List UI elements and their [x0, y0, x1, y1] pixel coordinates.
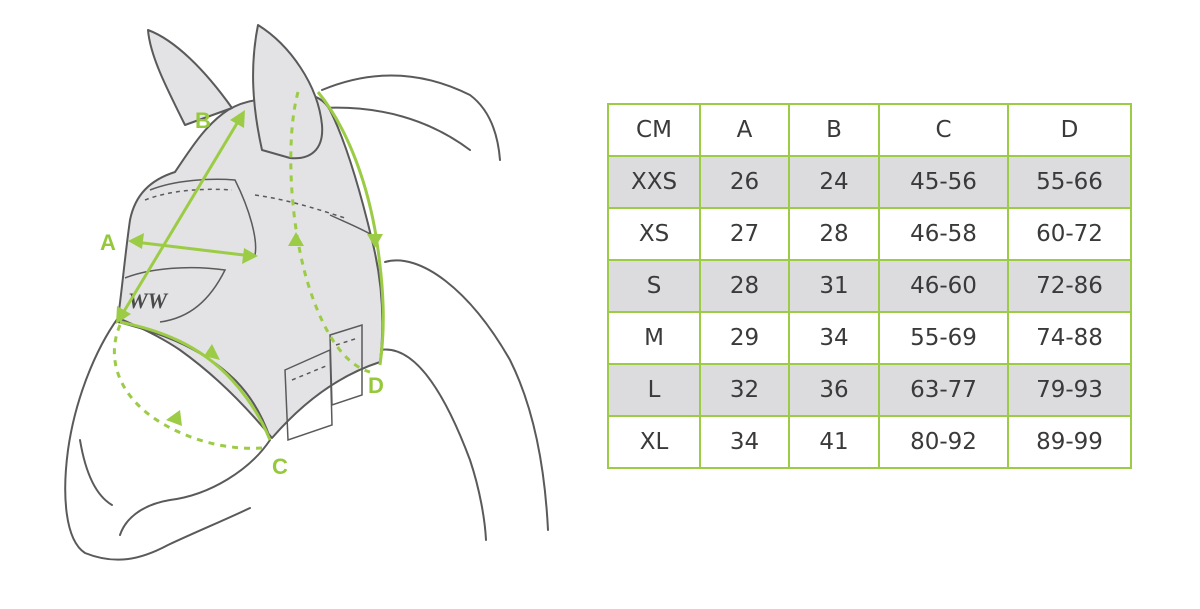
mask-stitch-flap — [291, 337, 359, 381]
size-cell: S — [607, 259, 701, 313]
arrow-d-icon — [367, 234, 383, 248]
size-cell: XS — [607, 207, 701, 261]
value-cell: 80-92 — [878, 415, 1009, 469]
value-cell: 29 — [699, 311, 790, 365]
header-cell: B — [788, 103, 880, 157]
table-row: XL 34 41 80-92 89-99 — [607, 415, 1132, 469]
arrow-a-right-icon — [242, 248, 258, 264]
value-cell: 46-60 — [878, 259, 1009, 313]
table-row: L 32 36 63-77 79-93 — [607, 363, 1132, 417]
header-cell: A — [699, 103, 790, 157]
value-cell: 55-66 — [1007, 155, 1132, 209]
measure-label-d: D — [368, 373, 384, 398]
measure-d-line — [316, 91, 385, 366]
table-header-row: CM A B C D — [607, 103, 1132, 157]
horse-mask-diagram: WW A B C D — [64, 24, 549, 561]
size-cell: XL — [607, 415, 701, 469]
value-cell: 31 — [788, 259, 880, 313]
fly-mask-body — [117, 93, 384, 439]
arrow-c-icon — [204, 344, 220, 360]
table-row: XS 27 28 46-58 60-72 — [607, 207, 1132, 261]
value-cell: 46-58 — [878, 207, 1009, 261]
mask-ear-base — [329, 214, 373, 236]
value-cell: 63-77 — [878, 363, 1009, 417]
left-ear — [147, 29, 233, 126]
table-row: M 29 34 55-69 74-88 — [607, 311, 1132, 365]
arrow-c-dashed-icon — [166, 410, 182, 426]
value-cell: 55-69 — [878, 311, 1009, 365]
value-cell: 24 — [788, 155, 880, 209]
value-cell: 89-99 — [1007, 415, 1132, 469]
header-cell: C — [878, 103, 1009, 157]
horse-nostril-outline — [79, 439, 113, 506]
value-cell: 72-86 — [1007, 259, 1132, 313]
value-cell: 74-88 — [1007, 311, 1132, 365]
measure-label-b: B — [195, 108, 211, 133]
arrow-a-left-icon — [128, 233, 144, 249]
measure-b-line — [118, 114, 244, 319]
measure-label-c: C — [272, 454, 288, 479]
value-cell: 36 — [788, 363, 880, 417]
table-row: S 28 31 46-60 72-86 — [607, 259, 1132, 313]
header-cell: D — [1007, 103, 1132, 157]
horse-neck-outline — [321, 106, 471, 151]
header-cell: CM — [607, 103, 701, 157]
horse-muzzle-outline — [64, 317, 251, 561]
right-ear — [252, 24, 324, 160]
horse-mane-outline — [321, 74, 501, 161]
arrow-b-bottom-icon — [116, 306, 131, 324]
table-row: XXS 26 24 45-56 55-66 — [607, 155, 1132, 209]
value-cell: 41 — [788, 415, 880, 469]
size-cell: L — [607, 363, 701, 417]
size-cell: M — [607, 311, 701, 365]
horse-throat-outline — [379, 348, 487, 541]
value-cell: 28 — [699, 259, 790, 313]
mask-stitch-side — [254, 194, 346, 219]
horse-neck-back-outline — [384, 259, 549, 531]
value-cell: 26 — [699, 155, 790, 209]
arrow-b-top-icon — [230, 110, 245, 128]
horse-jaw-outline — [119, 439, 271, 536]
value-cell: 28 — [788, 207, 880, 261]
size-chart-table: CM A B C D XXS 26 24 45-56 55-66 XS 27 2… — [607, 103, 1132, 469]
mask-brow-panel — [149, 178, 257, 256]
value-cell: 60-72 — [1007, 207, 1132, 261]
value-cell: 34 — [788, 311, 880, 365]
size-cell: XXS — [607, 155, 701, 209]
mask-strap-flap — [284, 348, 333, 442]
value-cell: 27 — [699, 207, 790, 261]
value-cell: 79-93 — [1007, 363, 1132, 417]
measure-label-a: A — [100, 230, 116, 255]
value-cell: 34 — [699, 415, 790, 469]
measure-c-line — [119, 320, 272, 441]
arrow-d-dashed-icon — [288, 232, 304, 246]
measure-c-dashed — [112, 324, 263, 450]
measure-a-line — [134, 240, 253, 258]
mask-stitch-brow — [144, 188, 233, 201]
mask-strap-flap-2 — [329, 323, 363, 407]
value-cell: 45-56 — [878, 155, 1009, 209]
value-cell: 32 — [699, 363, 790, 417]
